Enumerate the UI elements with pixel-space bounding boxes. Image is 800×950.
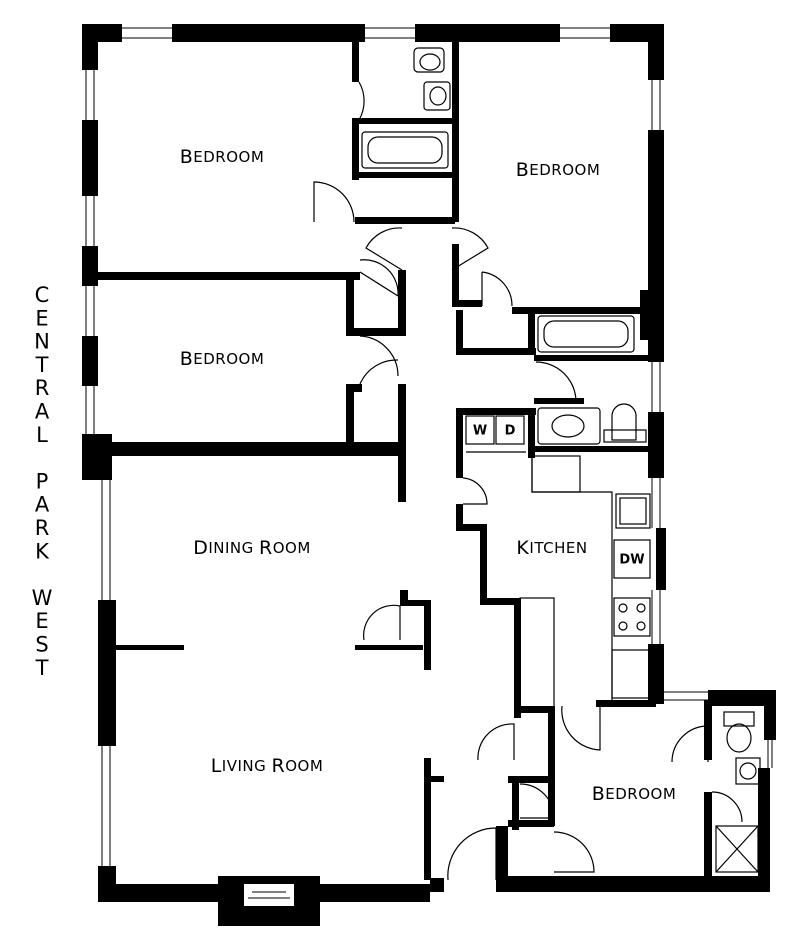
- street-letter: S: [35, 633, 48, 657]
- sink-icon: [615, 493, 651, 529]
- dishwasher-label: DW: [619, 553, 644, 568]
- windows: [85, 27, 773, 899]
- washer-label: W: [473, 424, 487, 439]
- sink-icon: [423, 81, 451, 111]
- toilet-icon: [726, 723, 752, 753]
- street-letter: P: [36, 469, 49, 493]
- bathroom-fixtures: [361, 47, 761, 873]
- street-letter: C: [35, 283, 50, 307]
- street-letter: R: [35, 516, 50, 540]
- dishwasher: [613, 539, 651, 579]
- toilet-icon: [611, 403, 637, 441]
- dryer: [495, 415, 525, 445]
- washer: [465, 415, 495, 445]
- street-letter: L: [36, 423, 48, 447]
- room-label-kitchen: KITCHEN: [516, 537, 587, 559]
- street-letter: A: [35, 493, 50, 517]
- room-label-bedroom-northwest: BEDROOM: [180, 146, 265, 168]
- kitchen-fixtures: [465, 415, 651, 709]
- room-label-bedroom-northeast: BEDROOM: [516, 159, 601, 181]
- street-letter: E: [35, 609, 48, 633]
- stove-icon: [613, 597, 651, 637]
- sink-icon: [537, 407, 601, 445]
- exterior-walls: [82, 24, 776, 926]
- interior-walls: [98, 42, 712, 882]
- shower-icon: [715, 825, 759, 873]
- street-letter: K: [35, 539, 50, 563]
- street-letter: T: [35, 656, 49, 680]
- refrigerator: [611, 649, 651, 699]
- doors: [313, 81, 743, 881]
- room-label-dining-room: DINING ROOM: [193, 537, 311, 559]
- room-label-bedroom-west: BEDROOM: [180, 348, 265, 370]
- sink-icon: [735, 757, 761, 785]
- street-letter: R: [35, 376, 50, 400]
- street-letter: T: [35, 353, 49, 377]
- room-label-living-room: LIVING ROOM: [211, 755, 324, 777]
- toilet-icon: [413, 47, 445, 73]
- room-label-bedroom-maid: BEDROOM: [592, 783, 677, 805]
- street-letter: W: [32, 586, 53, 610]
- street-letter: A: [35, 400, 50, 424]
- dryer-label: D: [505, 424, 516, 439]
- street-letter: N: [34, 330, 50, 354]
- street-letter: E: [35, 306, 48, 330]
